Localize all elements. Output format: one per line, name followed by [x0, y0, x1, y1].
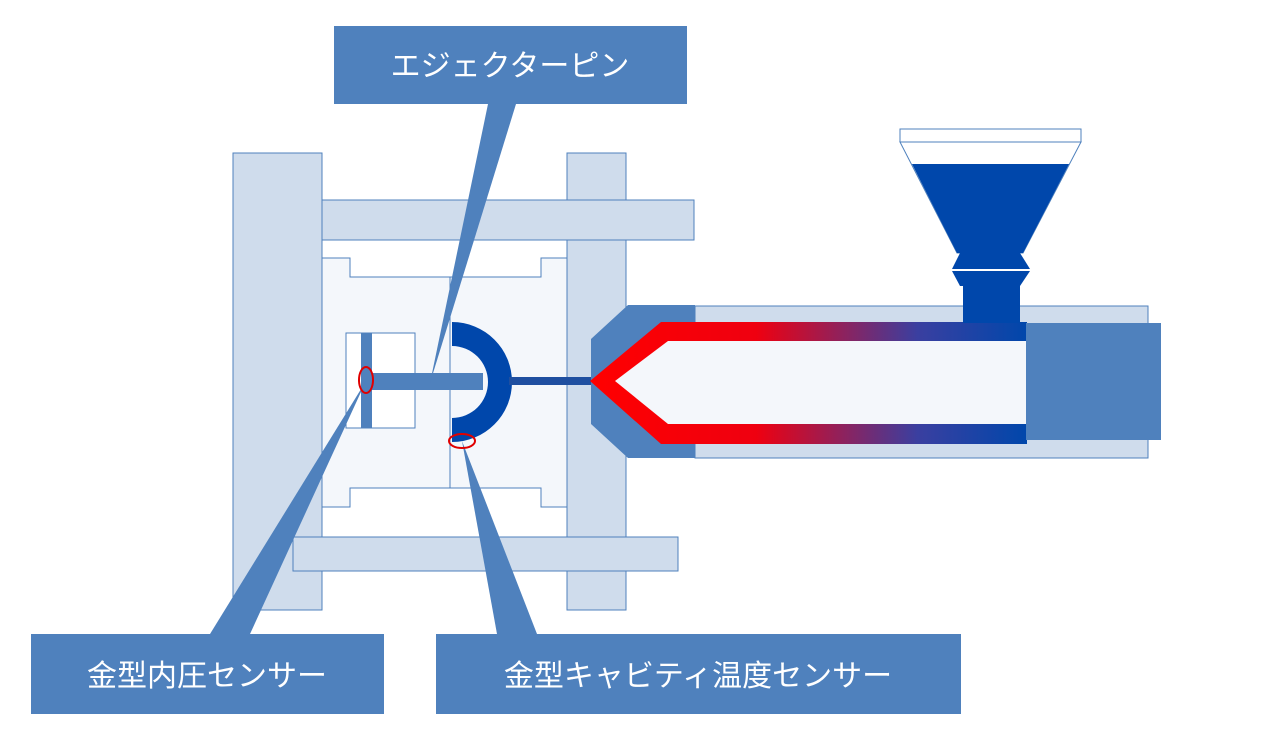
barrel-end-cap [1026, 323, 1161, 440]
hopper-throat [963, 286, 1020, 323]
hopper-collar-lower [952, 271, 1030, 286]
ejector-plate [361, 333, 372, 428]
temperature-sensor-label: 金型キャビティ温度センサー [504, 659, 892, 694]
hopper-rim [899, 128, 1082, 143]
pressure-callout-pointer [210, 381, 366, 634]
ejector-callout-box [334, 26, 687, 104]
hopper [899, 128, 1082, 323]
temperature-callout-pointer [462, 441, 537, 634]
pressure-callout-box [31, 634, 384, 714]
pressure-sensor-label: 金型内圧センサー [87, 659, 327, 694]
pressure-sensor-marker-icon [358, 366, 374, 394]
upper-tie-bar [321, 199, 695, 241]
ejector-pin [372, 373, 483, 390]
temperature-callout-box [436, 634, 961, 714]
ejector-pin-label: エジェクターピン [391, 49, 630, 84]
temperature-sensor-marker-icon [448, 433, 476, 449]
ejector-callout-pointer [430, 104, 516, 383]
hopper-collar-upper [952, 253, 1030, 269]
clamping-unit [232, 152, 695, 611]
mold-cavity [452, 322, 512, 442]
sprue [509, 377, 596, 385]
injection-unit [590, 128, 1161, 459]
screw-chamber [615, 341, 1027, 424]
hopper-pellets [912, 164, 1069, 253]
